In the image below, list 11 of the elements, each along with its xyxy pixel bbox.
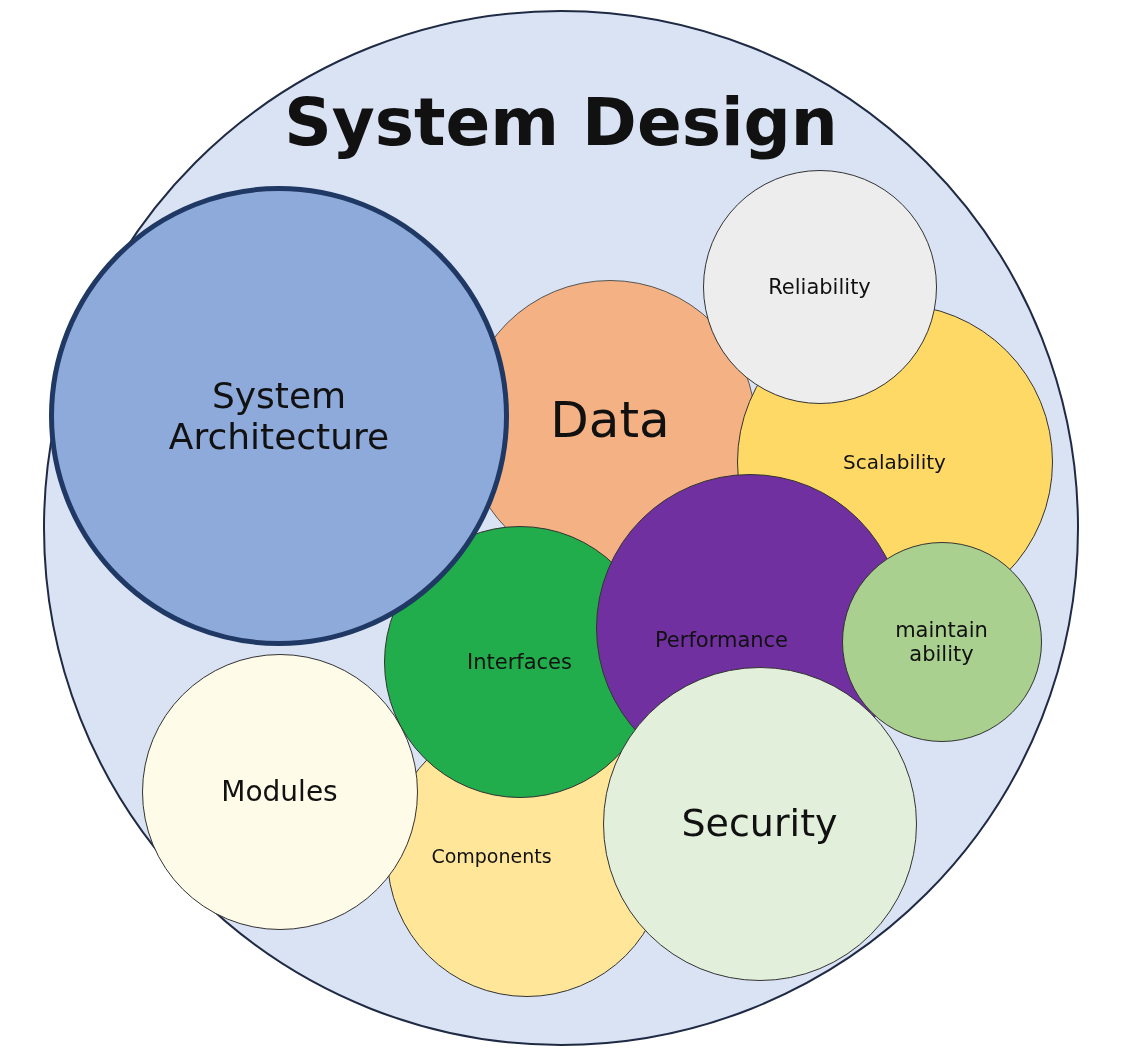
bubble-label: Reliability <box>767 274 872 299</box>
bubble-label: Scalability <box>842 450 947 473</box>
bubble-label: maintain ability <box>894 617 989 666</box>
bubble-label: Modules <box>220 775 339 808</box>
bubble-label: Interfaces <box>466 649 573 674</box>
bubble-label: Performance <box>653 627 790 652</box>
bubble-label: System Architecture <box>167 374 391 458</box>
bubble-label: Components <box>430 845 553 868</box>
bubble-label: Data <box>549 392 671 450</box>
bubble-label: Security <box>680 801 839 846</box>
title: System Design <box>283 85 839 161</box>
